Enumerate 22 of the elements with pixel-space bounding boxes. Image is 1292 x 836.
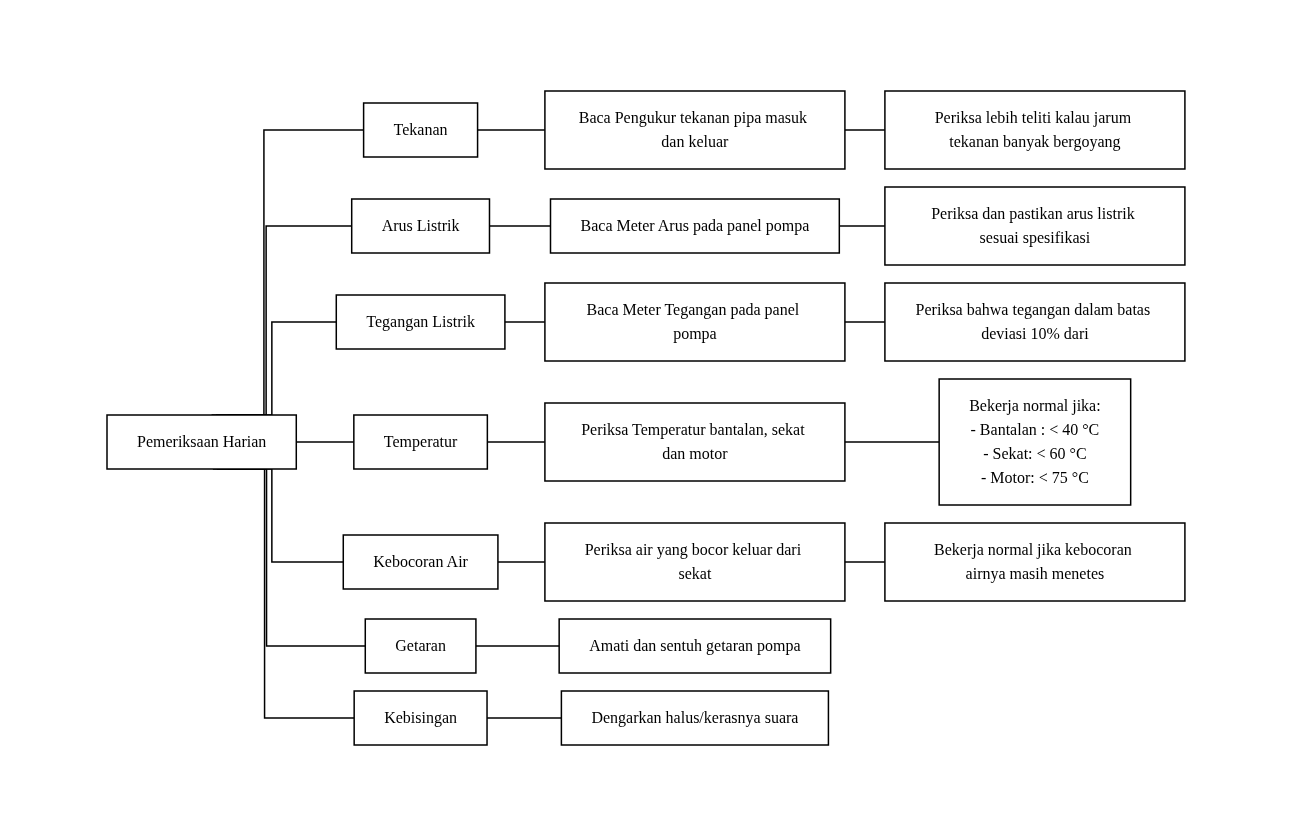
node-box: Baca Meter Tegangan pada panel pompa <box>544 282 846 362</box>
node-box: Tekanan <box>362 102 479 158</box>
node-box: Arus Listrik <box>351 198 491 254</box>
node-box: Amati dan sentuh getaran pompa <box>558 618 832 674</box>
node-box: Bekerja normal jika: - Bantalan : < 40 °C - Sekat: < 60 °C - Motor: < 75 °C <box>938 378 1132 506</box>
node-box: Baca Pengukur tekanan pipa masuk dan keluar <box>544 90 846 170</box>
node-box: Kebocoran Air <box>342 534 499 590</box>
node-box: Periksa lebih teliti kalau jarum tekanan banyak bergoyang <box>884 90 1186 170</box>
node-box: Periksa dan pastikan arus listrik sesuai spesifikasi <box>884 186 1186 266</box>
node-box: Baca Meter Arus pada panel pompa <box>549 198 841 254</box>
node-box: Bekerja normal jika kebocoran airnya masih menetes <box>884 522 1186 602</box>
node-box: Periksa bahwa tegangan dalam batas deviasi 10% dari <box>884 282 1186 362</box>
node-box: Tegangan Listrik <box>335 294 506 350</box>
node-box: Periksa air yang bocor keluar dari sekat <box>544 522 846 602</box>
node-box: Kebisingan <box>353 690 488 746</box>
node-box: Periksa Temperatur bantalan, sekat dan motor <box>544 402 846 482</box>
connector <box>475 645 560 647</box>
connector <box>844 441 940 443</box>
node-box: Dengarkan halus/kerasnya suara <box>560 690 830 746</box>
node-box: Getaran <box>364 618 477 674</box>
node-box: Temperatur <box>353 414 489 470</box>
node-box: Pemeriksaan Harian <box>106 414 298 470</box>
